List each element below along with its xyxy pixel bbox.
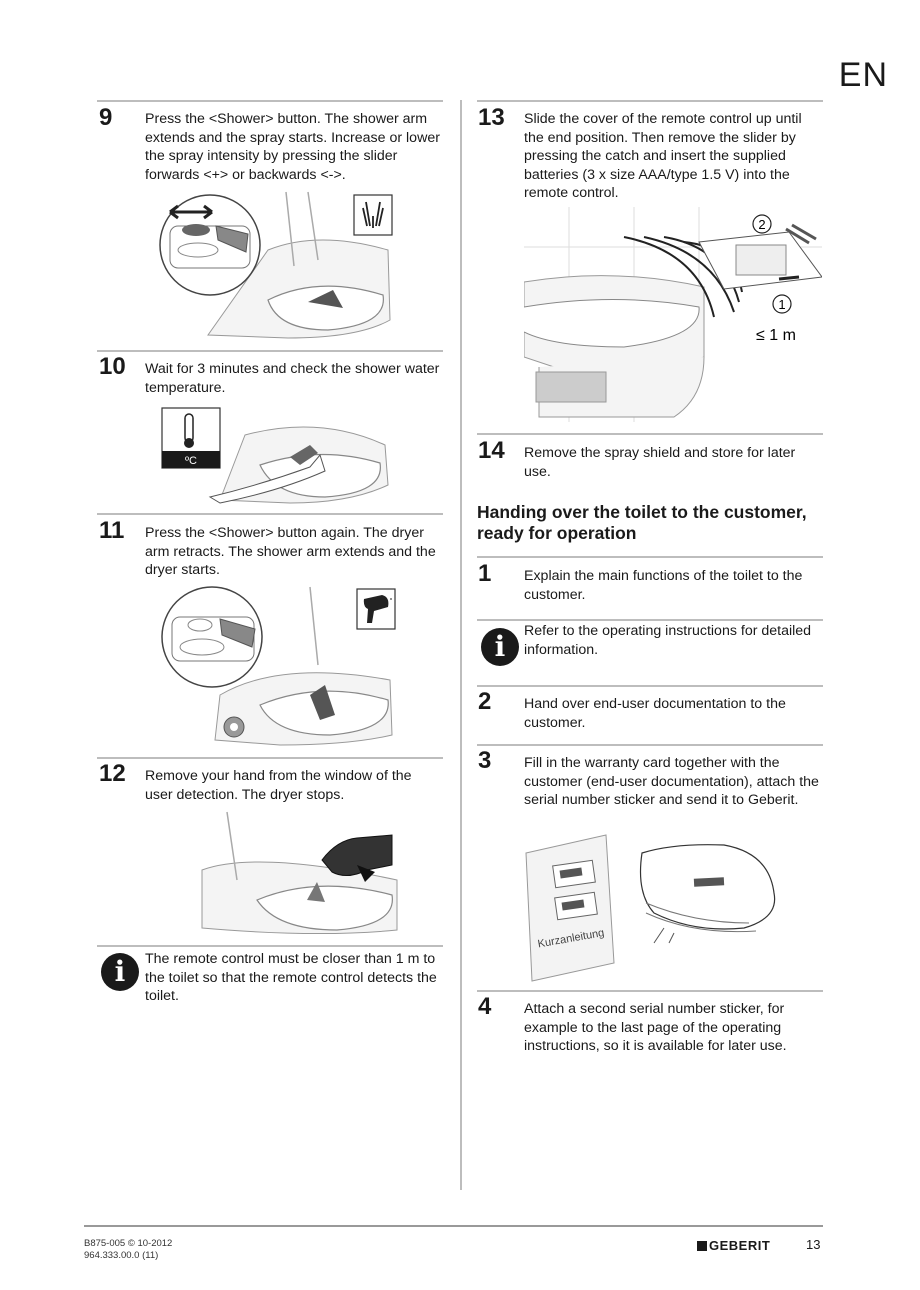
- footer-rule: [84, 1225, 823, 1227]
- step-text: Explain the main functions of the toilet…: [524, 568, 803, 603]
- divider: [477, 744, 823, 746]
- divider: [477, 990, 823, 992]
- step-text: Slide the cover of the remote control up…: [524, 111, 802, 201]
- step-number: 12: [99, 760, 126, 787]
- step-text: Press the <Shower> button. The shower ar…: [145, 111, 440, 183]
- step-number: 13: [478, 104, 505, 131]
- divider: [477, 556, 823, 558]
- section-heading: Handing over the toilet to the customer,…: [477, 502, 807, 543]
- step-number: 3: [478, 747, 492, 774]
- shower-illustration: [159, 191, 393, 339]
- step-number: 11: [99, 517, 125, 544]
- temperature-label: ºC: [185, 455, 197, 467]
- logo-square-icon: [697, 1241, 707, 1251]
- distance-label: ≤ 1 m: [756, 327, 796, 344]
- brand-logo: GEBERIT: [697, 1238, 770, 1253]
- temperature-check-illustration: ºC: [161, 407, 389, 504]
- step-number: 9: [99, 104, 113, 131]
- footer-doc-number: 964.333.00.0 (11): [84, 1250, 159, 1261]
- divider: [477, 685, 823, 687]
- callout-1: 1: [778, 297, 785, 312]
- divider: [97, 513, 443, 515]
- step-text: Wait for 3 minutes and check the shower …: [145, 361, 440, 396]
- divider: [97, 757, 443, 759]
- note-text: The remote control must be closer than 1…: [145, 951, 437, 1004]
- divider: [97, 945, 443, 947]
- callout-2: 2: [758, 217, 765, 232]
- brand-name: GEBERIT: [709, 1238, 771, 1253]
- divider: [477, 619, 823, 621]
- step-text: Remove the spray shield and store for la…: [524, 445, 796, 480]
- divider: [477, 100, 823, 102]
- footer-doc-code: B875-005 © 10-2012: [84, 1238, 173, 1249]
- step-text: Hand over end-user documentation to the …: [524, 696, 786, 731]
- note-text: Refer to the operating instructions for …: [524, 623, 812, 658]
- divider: [477, 433, 823, 435]
- step-text: Fill in the warranty card together with …: [524, 755, 819, 808]
- language-label: EN: [838, 56, 888, 94]
- step-number: 1: [478, 560, 492, 587]
- step-number: 14: [478, 437, 505, 464]
- warranty-card-illustration: Kurzanleitung: [525, 834, 776, 982]
- step-text: Attach a second serial number sticker, f…: [524, 1001, 787, 1054]
- page-number: 13: [806, 1237, 821, 1252]
- step-text: Remove your hand from the window of the …: [145, 768, 412, 803]
- info-icon: i: [101, 953, 139, 991]
- column-divider: [460, 100, 462, 1190]
- divider: [97, 350, 443, 352]
- hand-removal-illustration: [201, 811, 398, 935]
- step-number: 2: [478, 688, 492, 715]
- step-text: Press the <Shower> button again. The dry…: [145, 525, 436, 578]
- info-icon: i: [481, 628, 519, 666]
- dryer-illustration: [161, 586, 396, 746]
- divider: [97, 100, 443, 102]
- step-number: 10: [99, 353, 126, 380]
- step-number: 4: [478, 993, 492, 1020]
- remote-control-illustration: 2 1 ≤ 1 m: [524, 207, 822, 422]
